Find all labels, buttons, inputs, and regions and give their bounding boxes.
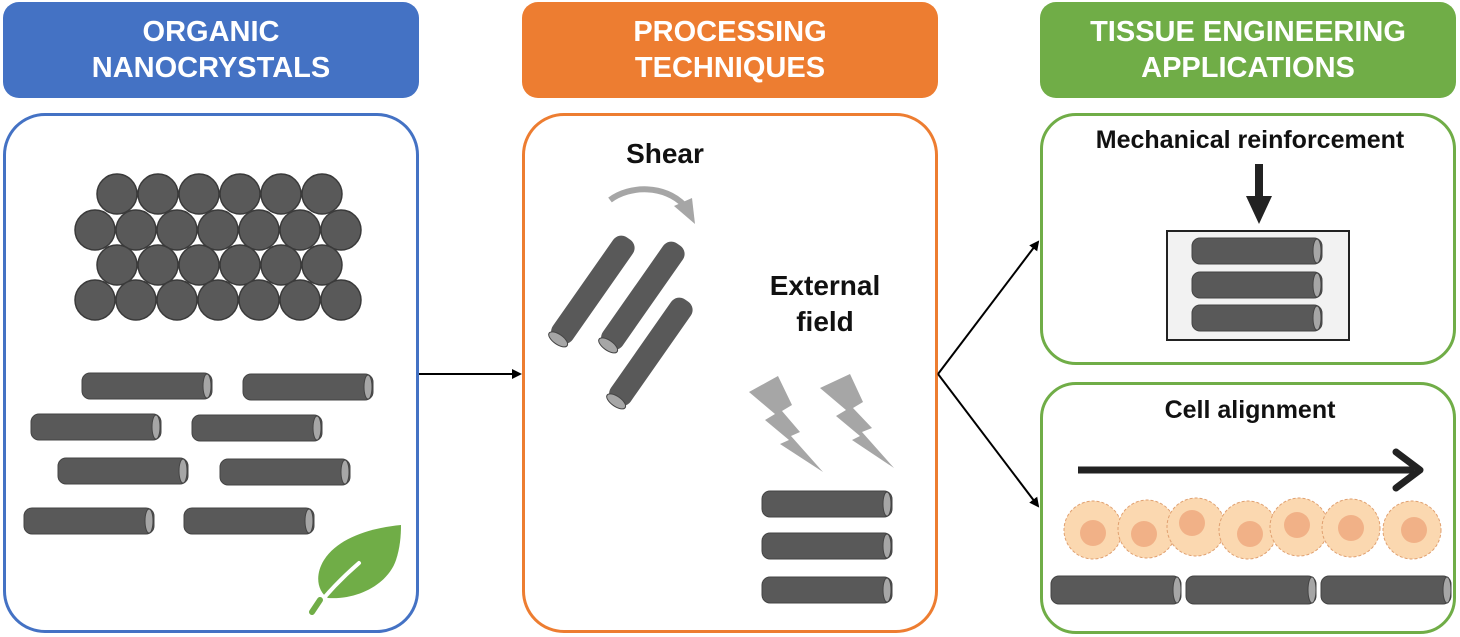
sphere [301, 173, 343, 215]
sphere [137, 244, 179, 286]
sphere [178, 244, 220, 286]
header-line: APPLICATIONS [1141, 52, 1355, 84]
sphere [74, 209, 116, 251]
rod [30, 413, 162, 441]
sphere [219, 173, 261, 215]
sphere [137, 173, 179, 215]
rod [242, 373, 374, 401]
sphere [74, 279, 116, 321]
flow-arrow-down [937, 373, 1040, 508]
cell-nucleus [1284, 512, 1310, 538]
sphere [115, 279, 157, 321]
nanocrystal-spheres [74, 173, 362, 321]
leaf-icon [309, 525, 401, 615]
sphere [260, 173, 302, 215]
external-field-label: External field [745, 268, 905, 340]
sphere [219, 244, 261, 286]
header-processing-techniques: PROCESSING TECHNIQUES [522, 2, 938, 98]
sphere [156, 209, 198, 251]
compression-arrow [1246, 164, 1272, 224]
curved-arrow-icon [608, 186, 695, 224]
cells [1063, 497, 1442, 560]
header-organic-nanocrystals: ORGANIC NANOCRYSTALS [3, 2, 419, 98]
header-line: TECHNIQUES [634, 52, 826, 84]
sphere [260, 244, 302, 286]
sphere [156, 279, 198, 321]
rod [219, 458, 351, 486]
header-line: PROCESSING [633, 16, 827, 48]
sphere [320, 209, 362, 251]
sphere [279, 209, 321, 251]
cell-alignment-label: Cell alignment [1164, 396, 1336, 424]
rod [1191, 304, 1323, 332]
mechanical-reinforcement-label: Mechanical reinforcement [1095, 126, 1405, 154]
reinforcement-rods [1191, 237, 1323, 332]
sphere [279, 279, 321, 321]
header-line: NANOCRYSTALS [91, 52, 331, 84]
flow-arrow-up [937, 240, 1040, 375]
sphere [96, 173, 138, 215]
rod [191, 414, 323, 442]
alignment-arrow [1078, 448, 1424, 492]
cell-nucleus [1131, 521, 1157, 547]
rod [761, 532, 893, 560]
substrate-rods [1050, 575, 1452, 605]
sphere [96, 244, 138, 286]
lightning-icon [749, 374, 894, 472]
sphere [301, 244, 343, 286]
header-tissue-engineering: TISSUE ENGINEERING APPLICATIONS [1040, 2, 1456, 98]
cell-nucleus [1080, 520, 1106, 546]
cell-nucleus [1237, 521, 1263, 547]
rod [81, 372, 213, 400]
external-field-line1: External [769, 270, 881, 301]
aligned-rods [761, 490, 893, 604]
cell-nucleus [1338, 515, 1364, 541]
sphere [238, 209, 280, 251]
sphere [197, 279, 239, 321]
external-field-line2: field [796, 306, 854, 337]
rod [761, 490, 893, 518]
sphere [238, 279, 280, 321]
rod [183, 507, 315, 535]
cell-nucleus [1401, 517, 1427, 543]
rod [57, 457, 189, 485]
nanocrystal-rods [23, 372, 374, 535]
sphere [178, 173, 220, 215]
sheared-rods [548, 235, 693, 410]
header-line: ORGANIC [142, 16, 280, 48]
rod [1191, 237, 1323, 265]
cell-nucleus [1179, 510, 1205, 536]
rod [761, 576, 893, 604]
rod [1191, 271, 1323, 299]
header-line: TISSUE ENGINEERING [1090, 16, 1406, 48]
shear-label: Shear [626, 138, 704, 169]
sphere [197, 209, 239, 251]
sphere [320, 279, 362, 321]
panel-processing-techniques [522, 113, 938, 633]
sphere [115, 209, 157, 251]
rod [23, 507, 155, 535]
